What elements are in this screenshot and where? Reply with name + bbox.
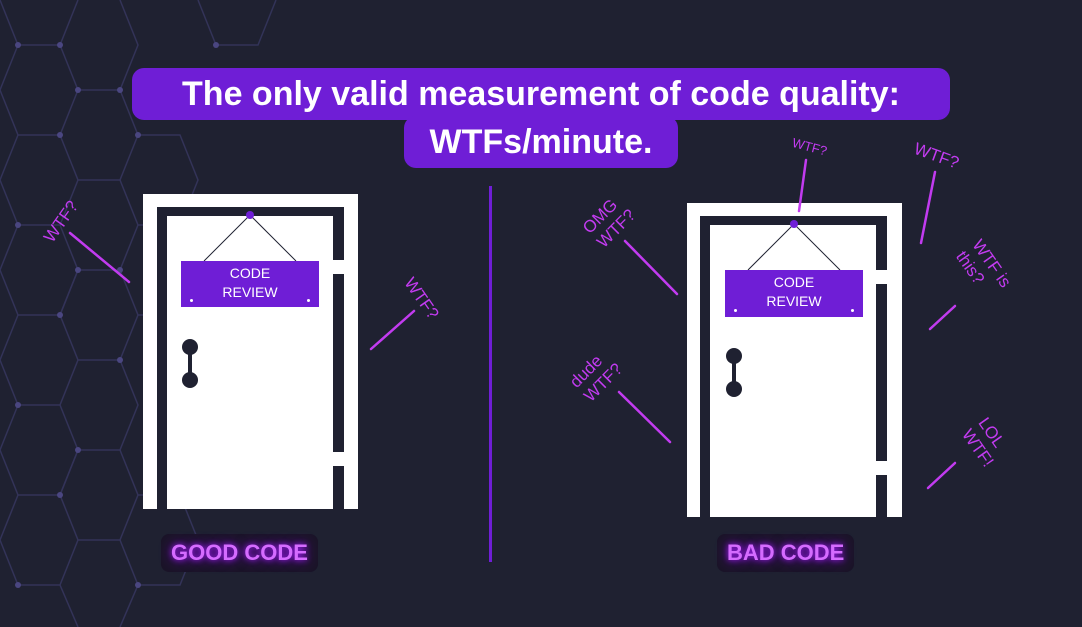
bad-code-review-sign: CODE REVIEW	[725, 270, 863, 317]
title-line-2: WTFs/minute.	[404, 116, 678, 168]
good-code-review-sign: CODE REVIEW	[181, 261, 319, 307]
sign-line-2: REVIEW	[766, 293, 822, 309]
sign-line-2: REVIEW	[222, 284, 278, 300]
title-line-1: The only valid measurement of code quali…	[132, 68, 950, 120]
door-handle-icon	[182, 339, 198, 388]
good-code-label: GOOD CODE	[161, 534, 318, 572]
sign-line-1: CODE	[773, 274, 815, 290]
sign-line-1: CODE	[229, 265, 271, 281]
center-divider	[489, 186, 492, 562]
door-handle-icon	[726, 348, 742, 397]
bad-code-label: BAD CODE	[717, 534, 855, 572]
